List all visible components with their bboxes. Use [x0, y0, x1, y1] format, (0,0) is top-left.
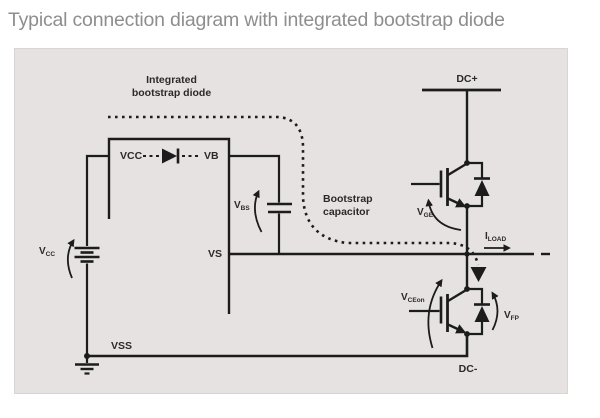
- vge-label: VGE: [417, 207, 433, 223]
- pin-vs-label: VS: [207, 248, 222, 260]
- vceon-label-sub: CEon: [407, 297, 425, 304]
- circuit-diagram: [66, 88, 550, 375]
- vge-label-sub: GE: [423, 212, 434, 219]
- integrated-bootstrap-diode-label-line2: bootstrap diode: [131, 86, 212, 99]
- vbs-label: VBS: [234, 200, 250, 216]
- bootstrap-capacitor-label: Bootstrap capacitor: [323, 193, 373, 218]
- vge-label-main: V: [417, 207, 424, 218]
- vcc-source-label-sub: CC: [45, 251, 56, 258]
- vge-measure-arc: [425, 198, 462, 231]
- vcc-source-label: VCC: [39, 246, 55, 262]
- dc-plus-label: DC+: [456, 73, 478, 85]
- pin-vcc-label: VCC: [120, 150, 143, 162]
- vcc-source-label-main: V: [39, 246, 46, 257]
- dc-minus-rail: [87, 334, 469, 358]
- dc-plus-rail: [422, 88, 501, 163]
- iload-label-main: I: [485, 231, 488, 242]
- integrated-bootstrap-diode-label-line1: Integrated: [146, 74, 197, 86]
- igbt-low-icon: [409, 286, 470, 337]
- iload-label: ILOAD: [485, 231, 506, 247]
- pin-vb-label: VB: [204, 150, 219, 162]
- vbs-label-sub: BS: [240, 205, 250, 212]
- vfp-label-sub: FP: [510, 315, 519, 322]
- dc-minus-label: DC-: [458, 363, 478, 375]
- vcc-wire: [85, 154, 109, 246]
- freewheel-diode-high-icon: [467, 161, 490, 208]
- bootstrap-capacitor-label-line1: Bootstrap: [323, 193, 373, 205]
- vcc-measure-arc: [66, 238, 75, 279]
- integrated-bootstrap-diode-label: Integrated bootstrap diode: [109, 74, 234, 99]
- ic-box: [107, 137, 231, 314]
- freewheel-diode-low-icon: [467, 287, 490, 336]
- pin-vss-label: VSS: [111, 340, 133, 352]
- bootstrap-diode-icon: [143, 148, 200, 164]
- vceon-label: VCEon: [401, 292, 425, 308]
- battery-icon: [74, 246, 100, 263]
- iload-label-sub: LOAD: [487, 236, 507, 243]
- bootstrap-current-path: [108, 115, 487, 282]
- bootstrap-capacitor-icon: [267, 202, 292, 214]
- vceon-measure-arc: [427, 278, 443, 349]
- page-title: Typical connection diagram with integrat…: [8, 9, 505, 31]
- bootstrap-capacitor-label-line2: capacitor: [323, 205, 370, 218]
- vfp-label-main: V: [504, 310, 511, 321]
- igbt-high-icon: [411, 160, 470, 209]
- vb-wire: [229, 154, 281, 203]
- vfp-label: VFP: [504, 310, 519, 326]
- vbs-label-main: V: [234, 200, 241, 211]
- vbs-measure-arc: [252, 189, 263, 233]
- vfp-measure-arc: [491, 291, 499, 331]
- ground-icon: [75, 356, 99, 375]
- diagram-panel: Integrated bootstrap diode DC+ VCC VB VS…: [14, 48, 568, 394]
- vceon-label-main: V: [401, 292, 408, 303]
